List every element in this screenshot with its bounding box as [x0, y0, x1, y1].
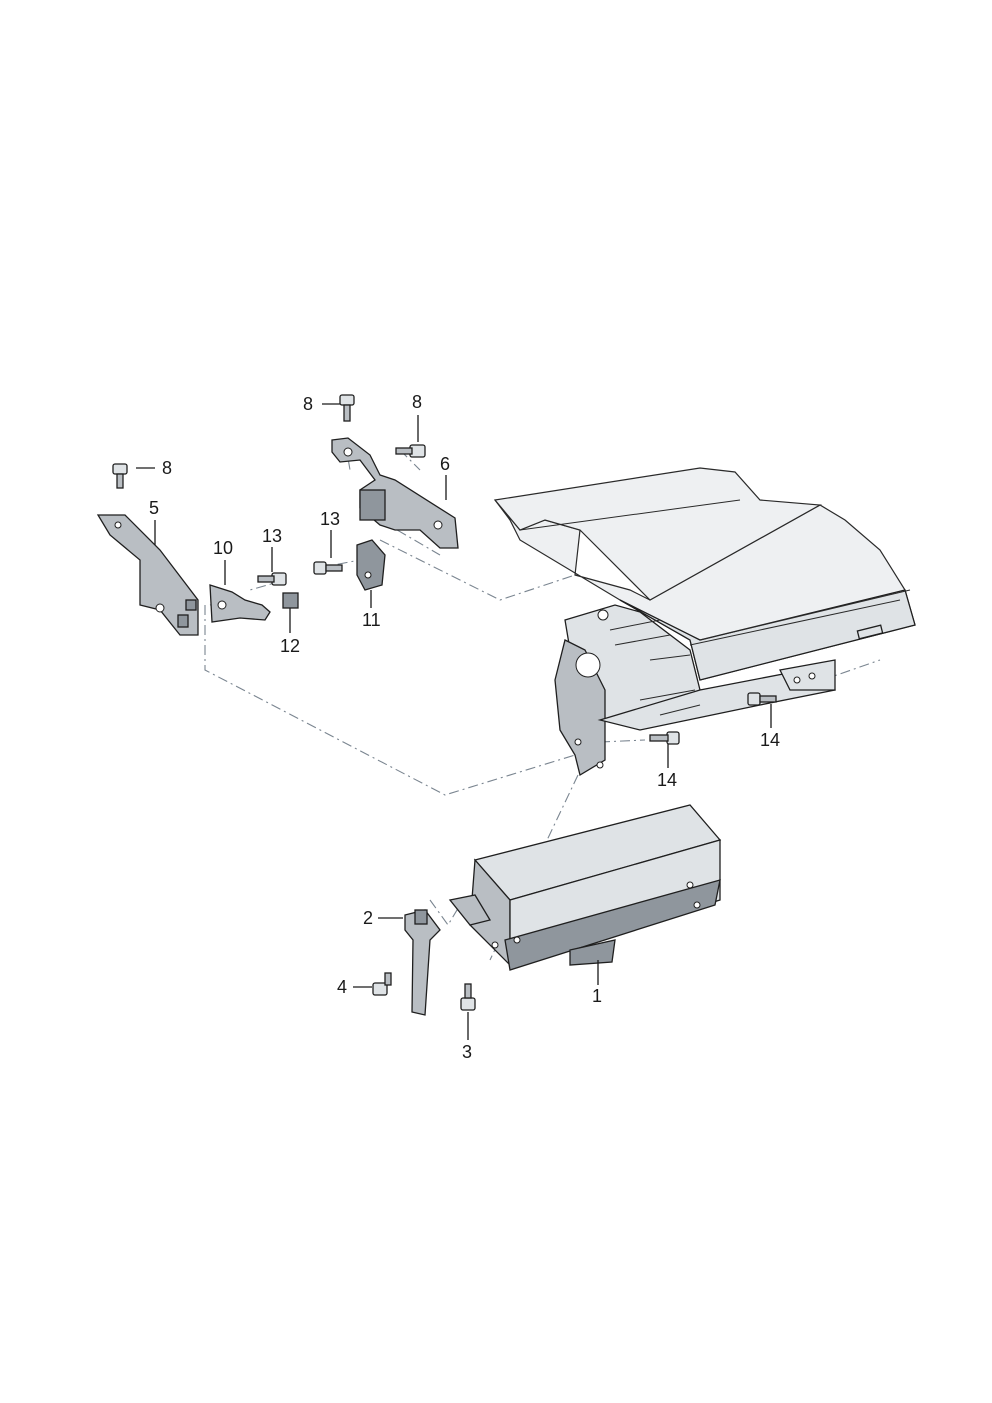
callout-14-left: 14 [657, 770, 677, 790]
callout-8-right: 8 [412, 392, 422, 412]
airbag-module[interactable] [448, 804, 722, 971]
callout-8-left: 8 [162, 458, 172, 478]
callout-12: 12 [280, 636, 300, 656]
callout-4: 4 [337, 977, 347, 997]
airbag-mount-frame [554, 604, 836, 777]
screw-8-top[interactable] [339, 394, 355, 422]
callout-3: 3 [462, 1042, 472, 1062]
screw-4[interactable] [372, 972, 392, 996]
mounting-bracket-10[interactable] [209, 584, 271, 623]
upper-bracket[interactable] [331, 437, 459, 549]
screw-8-right[interactable] [395, 444, 426, 458]
callout-1: 1 [592, 986, 602, 1006]
leader-lines [136, 403, 772, 1040]
callout-8-top: 8 [303, 394, 313, 414]
callout-13-mid: 13 [320, 509, 340, 529]
callout-labels: 1 2 3 4 5 6 8 8 8 10 11 12 13 13 14 14 [149, 392, 780, 1062]
screw-14-left[interactable] [649, 731, 680, 745]
callout-14-right: 14 [760, 730, 780, 750]
callout-6: 6 [440, 454, 450, 474]
screw-13-left[interactable] [257, 572, 287, 586]
screw-3[interactable] [460, 983, 476, 1011]
screw-14-right[interactable] [747, 692, 777, 706]
callout-5: 5 [149, 498, 159, 518]
dashboard-panel [493, 467, 916, 681]
callout-11: 11 [362, 610, 381, 630]
callout-13-left: 13 [262, 526, 282, 546]
callout-10: 10 [213, 538, 233, 558]
callout-2: 2 [363, 908, 373, 928]
screw-8-left[interactable] [112, 463, 128, 489]
side-bracket-left[interactable] [96, 514, 199, 636]
clip-bracket-11[interactable] [356, 539, 386, 591]
screw-13-mid[interactable] [313, 561, 343, 575]
airbag-bracket[interactable] [404, 909, 441, 1016]
clip-nut-12[interactable] [282, 592, 299, 609]
